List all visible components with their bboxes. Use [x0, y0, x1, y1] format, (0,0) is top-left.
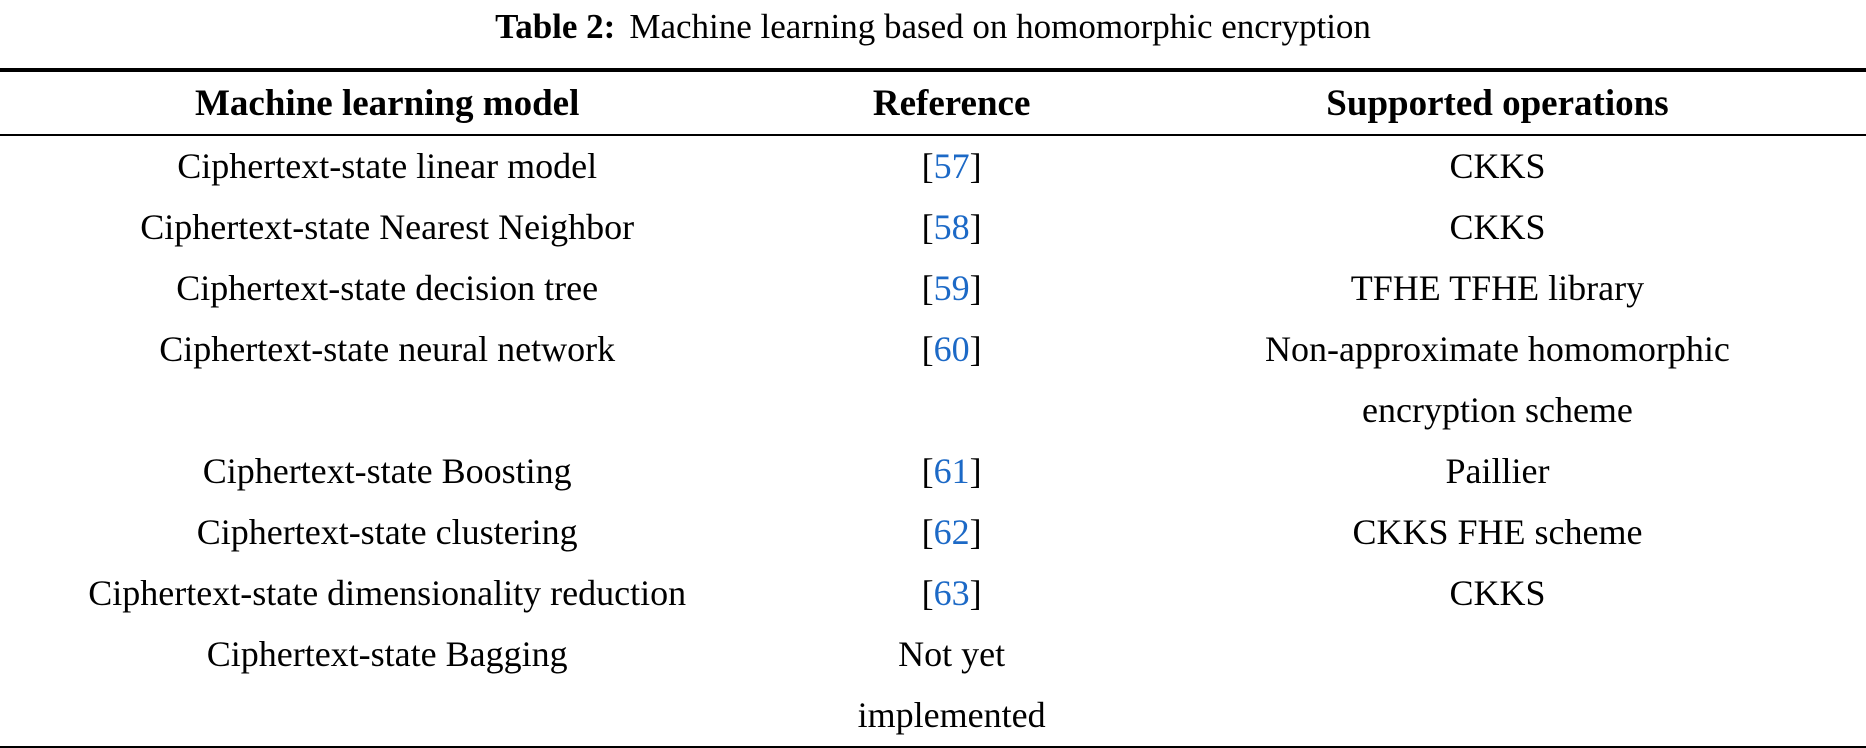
- citation-link-59[interactable]: [59]: [921, 268, 982, 308]
- reference-cell: [57]: [774, 135, 1129, 197]
- model-cell: Ciphertext-state dimensionality reductio…: [88, 573, 687, 613]
- operations-cell: CKKS FHE scheme: [1352, 512, 1643, 552]
- table-caption-text: Machine learning based on homomorphic en…: [629, 7, 1371, 46]
- reference-cell: Not yet implemented: [774, 624, 1129, 748]
- operations-text: Non-approximate homomorphic encryption s…: [1265, 329, 1730, 430]
- citation-link-62[interactable]: [62]: [921, 512, 982, 552]
- model-cell: Ciphertext-state Nearest Neighbor: [140, 207, 635, 247]
- operations-cell: [1129, 624, 1866, 748]
- operations-cell: Paillier: [1445, 451, 1550, 491]
- reference-cell: [61]: [774, 441, 1129, 502]
- citation-link-63[interactable]: [63]: [921, 573, 982, 613]
- column-header-reference: Reference: [774, 70, 1129, 136]
- table-row: Ciphertext-state linear model [57] CKKS: [0, 135, 1866, 197]
- model-cell: Ciphertext-state Bagging: [206, 634, 568, 674]
- model-cell: Ciphertext-state Boosting: [202, 451, 572, 491]
- operations-cell: CKKS: [1449, 207, 1546, 247]
- operations-cell: Non-approximate homomorphic encryption s…: [1129, 319, 1866, 441]
- column-header-operations: Supported operations: [1128, 70, 1866, 136]
- table-row: Ciphertext-state clustering [62] CKKS FH…: [0, 502, 1866, 563]
- column-header-model: Machine learning model: [0, 70, 775, 136]
- operations-cell: CKKS: [1449, 573, 1546, 613]
- table-row: Ciphertext-state Nearest Neighbor [58] C…: [0, 197, 1866, 258]
- model-cell: Ciphertext-state neural network: [159, 329, 616, 369]
- operations-cell: CKKS: [1449, 146, 1546, 186]
- citation-link-58[interactable]: [58]: [921, 207, 982, 247]
- reference-cell: [62]: [774, 502, 1129, 563]
- table-caption: Table 2: Machine learning based on homomo…: [0, 0, 1866, 68]
- table-row: Ciphertext-state Boosting [61] Paillier: [0, 441, 1866, 502]
- table-row: Ciphertext-state dimensionality reductio…: [0, 563, 1866, 624]
- reference-cell: [59]: [774, 258, 1129, 319]
- table-row: Ciphertext-state Bagging Not yet impleme…: [0, 624, 1866, 748]
- table-caption-label: Table 2:: [495, 7, 616, 46]
- reference-cell: [63]: [774, 563, 1129, 624]
- reference-cell: [58]: [774, 197, 1129, 258]
- ml-homomorphic-table: Machine learning model Reference Support…: [0, 68, 1866, 748]
- model-cell: Ciphertext-state decision tree: [176, 268, 599, 308]
- table-row: Ciphertext-state decision tree [59] TFHE…: [0, 258, 1866, 319]
- model-cell: Ciphertext-state linear model: [177, 146, 598, 186]
- header-row: Machine learning model Reference Support…: [0, 70, 1866, 136]
- operations-cell: TFHE TFHE library: [1350, 268, 1645, 308]
- table-row: Ciphertext-state neural network [60] Non…: [0, 319, 1866, 441]
- citation-link-61[interactable]: [61]: [921, 451, 982, 491]
- citation-link-60[interactable]: [60]: [921, 329, 982, 369]
- citation-link-57[interactable]: [57]: [921, 146, 982, 186]
- reference-cell: [60]: [774, 319, 1129, 441]
- reference-note: Not yet implemented: [857, 634, 1046, 735]
- model-cell: Ciphertext-state clustering: [196, 512, 578, 552]
